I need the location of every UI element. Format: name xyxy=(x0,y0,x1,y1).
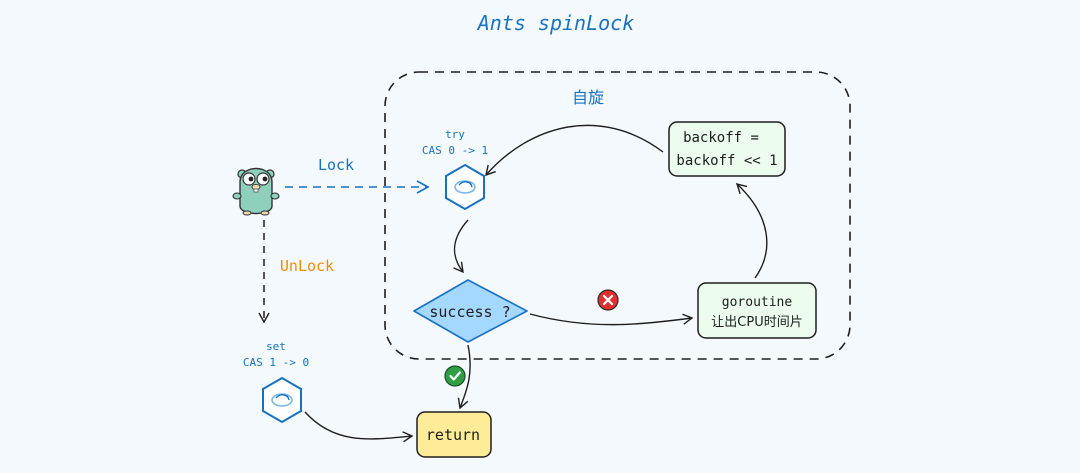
goroutine-box xyxy=(697,282,817,339)
gopher-icon xyxy=(232,167,280,216)
unlock-edge-label: UnLock xyxy=(280,257,334,275)
try-node-line1: try xyxy=(445,128,465,141)
goroutine-line1: goroutine xyxy=(722,295,793,310)
try-hexagon-icon xyxy=(445,163,485,211)
return-label: return xyxy=(426,426,480,444)
diagram-title: Ants spinLock xyxy=(476,11,635,35)
edge-success-to-goroutine xyxy=(529,313,694,326)
success-label: success ? xyxy=(429,303,510,321)
set-node-line1: set xyxy=(266,340,286,353)
edge-success-to-return xyxy=(457,344,471,410)
spin-region xyxy=(384,71,851,360)
set-node-line2: CAS 1 -> 0 xyxy=(243,356,309,369)
edge-set-to-return xyxy=(304,411,414,443)
edge-backoff-to-try xyxy=(485,124,664,177)
set-hexagon-icon xyxy=(262,376,302,424)
goroutine-line2: 让出CPU时间片 xyxy=(711,315,802,330)
x-circle-icon xyxy=(597,289,619,311)
edge-goroutine-to-backoff xyxy=(735,183,768,279)
return-box xyxy=(416,411,492,458)
backoff-line1: backoff = xyxy=(683,130,759,146)
edge-try-to-success xyxy=(453,219,469,274)
lock-edge-label: Lock xyxy=(318,156,354,174)
backoff-line2: backoff << 1 xyxy=(676,153,777,169)
spin-region-label: 自旋 xyxy=(572,88,604,107)
backoff-box xyxy=(668,121,786,177)
success-diamond xyxy=(413,279,528,343)
try-node-line2: CAS 0 -> 1 xyxy=(422,144,488,157)
check-circle-icon xyxy=(444,365,466,387)
